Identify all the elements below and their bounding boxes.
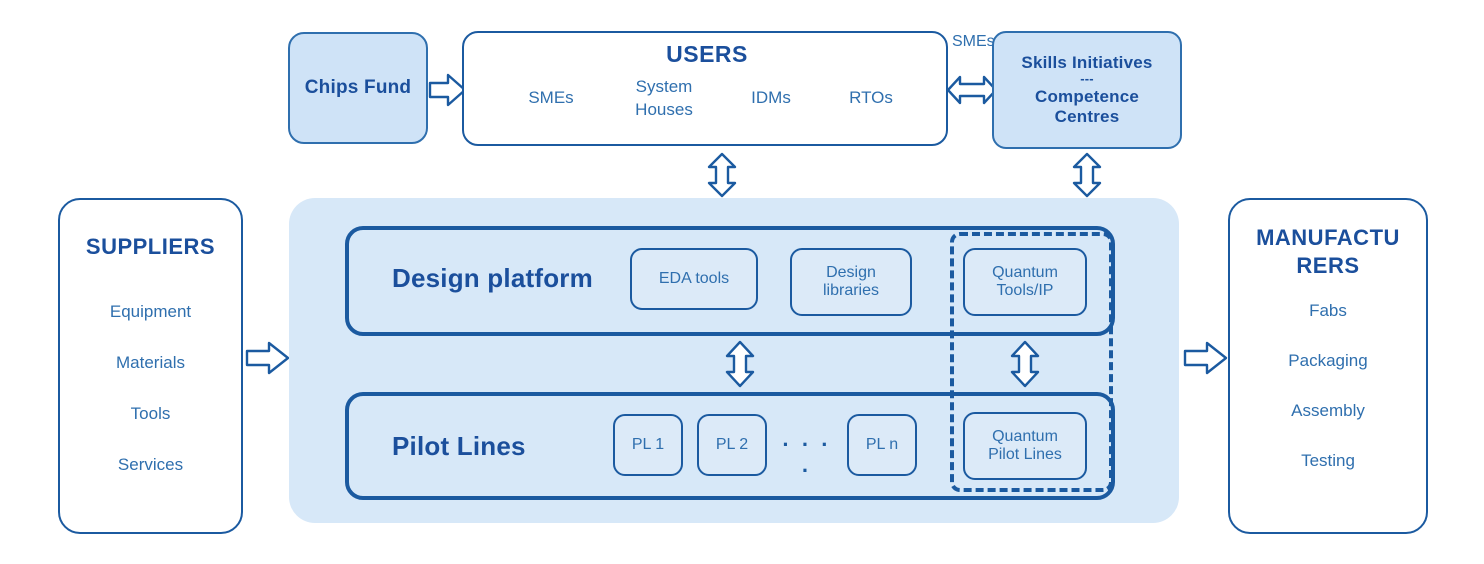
users-item-2-label: IDMs xyxy=(751,88,791,107)
users-item-rtos: RTOs xyxy=(826,88,916,108)
chip-quantum-tools-line1: Quantum xyxy=(992,263,1058,281)
suppliers-item-tools: Tools xyxy=(130,404,171,423)
arrow-fund-to-users xyxy=(428,72,468,108)
users-item-1-line1: System xyxy=(635,77,693,96)
arrow-skills-to-platform xyxy=(1069,152,1105,198)
chip-quantum-tools-ip[interactable]: Quantum Tools/IP xyxy=(963,248,1087,316)
chip-eda-tools[interactable]: EDA tools xyxy=(630,248,758,310)
chip-quantum-pilot-lines[interactable]: Quantum Pilot Lines xyxy=(963,412,1087,480)
skills-line2: Competence xyxy=(1034,86,1140,106)
chip-design-libraries-line2: libraries xyxy=(822,282,879,299)
chip-pl-2-label: PL 2 xyxy=(715,435,749,453)
chip-design-libraries-line1: Design xyxy=(826,263,876,281)
skills-separator: --- xyxy=(1080,71,1094,87)
arrow-quantum-link xyxy=(1007,340,1043,388)
quantum-dashed-region xyxy=(950,232,1113,492)
suppliers-title: SUPPLIERS xyxy=(85,234,216,259)
chip-eda-tools-label: EDA tools xyxy=(658,269,730,287)
pilot-lines-ellipsis: · · · · xyxy=(782,432,832,483)
suppliers-item-equipment: Equipment xyxy=(109,302,192,321)
manufacturers-title-line1: MANUFACTU xyxy=(1256,225,1400,250)
skills-initiatives-box[interactable]: Skills Initiatives --- Competence Centre… xyxy=(992,31,1182,149)
design-platform-row[interactable] xyxy=(345,226,1115,336)
users-item-idms: IDMs xyxy=(726,88,816,108)
pilot-lines-title: Pilot Lines xyxy=(392,431,526,461)
users-item-smes-text: SMEs xyxy=(506,88,596,108)
chip-design-libraries[interactable]: Design libraries xyxy=(790,248,912,316)
users-item-3-label: RTOs xyxy=(849,88,893,107)
chip-pl-1-label: PL 1 xyxy=(631,435,665,453)
chip-pl-1[interactable]: PL 1 xyxy=(613,414,683,476)
chip-quantum-pilot-line2: Pilot Lines xyxy=(988,446,1062,463)
arrow-users-to-platform xyxy=(704,152,740,198)
users-item-0-label: SMEs xyxy=(528,88,574,107)
users-item-1-line2: Houses xyxy=(635,99,693,119)
chip-pl-n[interactable]: PL n xyxy=(847,414,917,476)
chips-fund-label: Chips Fund xyxy=(304,77,412,98)
manufacturers-item-assembly: Assembly xyxy=(1291,401,1365,420)
skills-line3: Centres xyxy=(1054,106,1120,126)
chip-pl-n-label: PL n xyxy=(865,435,899,453)
manufacturers-box[interactable]: MANUFACTU RERS Fabs Packaging Assembly T… xyxy=(1228,198,1428,534)
chip-pl-2[interactable]: PL 2 xyxy=(697,414,767,476)
manufacturers-title-line2: RERS xyxy=(1296,252,1360,278)
design-platform-title: Design platform xyxy=(392,263,593,293)
manufacturers-item-testing: Testing xyxy=(1301,451,1355,470)
arrow-users-to-skills xyxy=(946,72,998,108)
suppliers-box[interactable]: SUPPLIERS Equipment Materials Tools Serv… xyxy=(58,198,243,534)
chip-quantum-tools-line2: Tools/IP xyxy=(996,282,1054,299)
suppliers-item-materials: Materials xyxy=(116,353,185,372)
users-box[interactable]: USERS SMEs SMEs System Houses IDMs RTOs xyxy=(462,31,995,146)
skills-line1: Skills Initiatives xyxy=(1021,53,1153,73)
chip-quantum-pilot-line1: Quantum xyxy=(992,427,1058,445)
suppliers-item-services: Services xyxy=(117,455,184,474)
manufacturers-item-packaging: Packaging xyxy=(1288,351,1368,370)
users-title: USERS xyxy=(666,41,748,67)
pilot-lines-row[interactable] xyxy=(345,392,1115,500)
arrow-suppliers-to-platform xyxy=(245,340,291,376)
chips-fund-box[interactable]: Chips Fund xyxy=(288,32,428,144)
manufacturers-item-fabs: Fabs xyxy=(1309,301,1347,320)
arrow-design-to-pilot xyxy=(722,340,758,388)
users-item-system-houses: System Houses xyxy=(609,76,719,122)
arrow-platform-to-manufacturers xyxy=(1183,340,1229,376)
users-item-smes: SMEs xyxy=(952,33,995,50)
